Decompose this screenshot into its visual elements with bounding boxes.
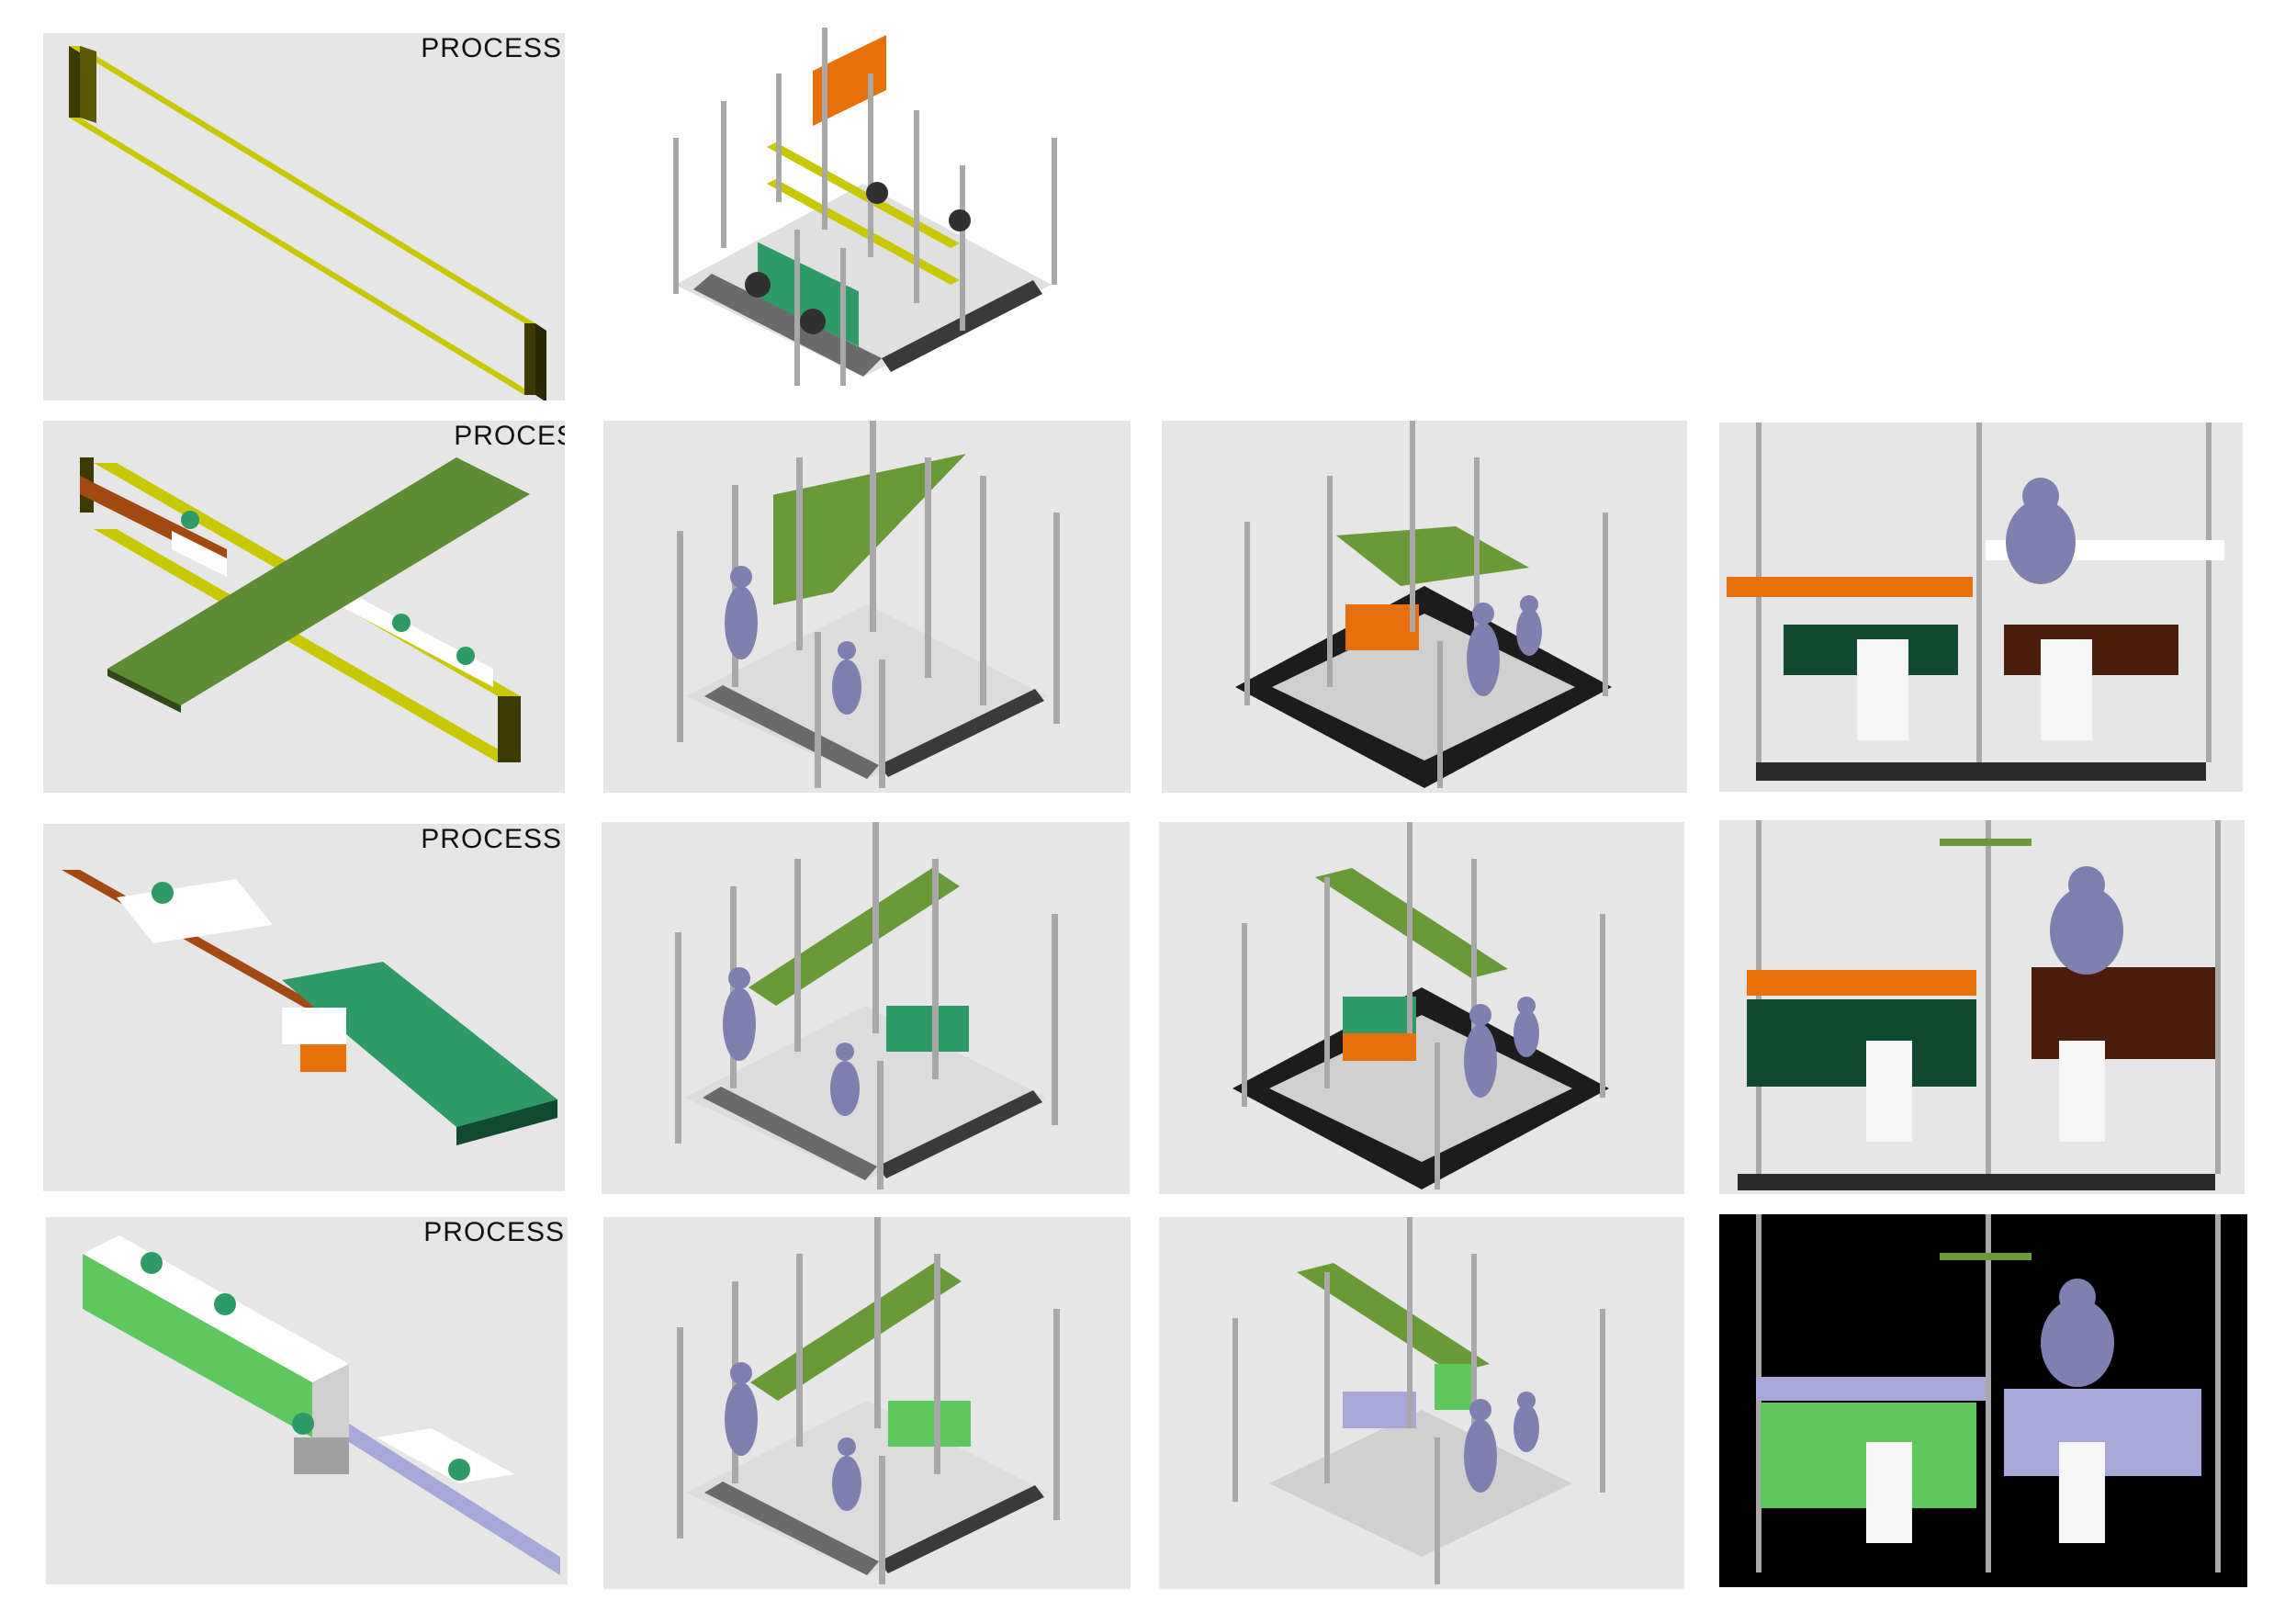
process-1-module-diagram bbox=[69, 46, 546, 400]
process-4-iso-view-a bbox=[603, 1217, 1131, 1589]
process-1-iso-diagram bbox=[673, 28, 1057, 386]
process-2-elevation-view bbox=[1719, 423, 2243, 792]
process-3-elevation-view bbox=[1719, 820, 2245, 1194]
process-4-elevation-diagram bbox=[1756, 1214, 2221, 1572]
process-2-module-panel: PROCESS 2 bbox=[43, 421, 565, 793]
process-2-iso-view-a bbox=[603, 421, 1131, 793]
process-3-module-panel: PROCESS 3 bbox=[43, 824, 565, 1191]
process-3-iso-a-diagram bbox=[675, 822, 1058, 1189]
process-4-elevation-view bbox=[1719, 1214, 2247, 1587]
process-3-iso-view-b bbox=[1159, 822, 1684, 1194]
process-2-iso-b-diagram bbox=[1235, 421, 1612, 788]
process-4-label: PROCESS 4 bbox=[423, 1217, 568, 1247]
process-1-label: PROCESS 1 bbox=[421, 33, 565, 63]
process-3-label: PROCESS 3 bbox=[421, 824, 565, 854]
process-1-module-panel: PROCESS 1 bbox=[43, 33, 565, 400]
process-3-elevation-diagram bbox=[1738, 820, 2221, 1190]
process-4-module-diagram bbox=[83, 1235, 560, 1575]
process-4-module-panel: PROCESS 4 bbox=[46, 1217, 568, 1584]
process-4-iso-view-b bbox=[1159, 1217, 1684, 1589]
process-4-iso-b-diagram bbox=[1232, 1217, 1605, 1584]
process-3-iso-b-diagram bbox=[1232, 822, 1609, 1189]
process-3-iso-view-a bbox=[602, 822, 1130, 1194]
process-2-iso-a-diagram bbox=[677, 421, 1060, 788]
process-4-iso-a-diagram bbox=[677, 1217, 1060, 1584]
process-2-module-diagram bbox=[80, 457, 530, 762]
process-2-elevation-diagram bbox=[1727, 423, 2224, 781]
process-2-label: PROCESS 2 bbox=[454, 421, 565, 451]
process-1-iso-view bbox=[657, 28, 1070, 413]
process-3-module-diagram bbox=[62, 870, 557, 1145]
process-2-iso-view-b bbox=[1162, 421, 1687, 793]
